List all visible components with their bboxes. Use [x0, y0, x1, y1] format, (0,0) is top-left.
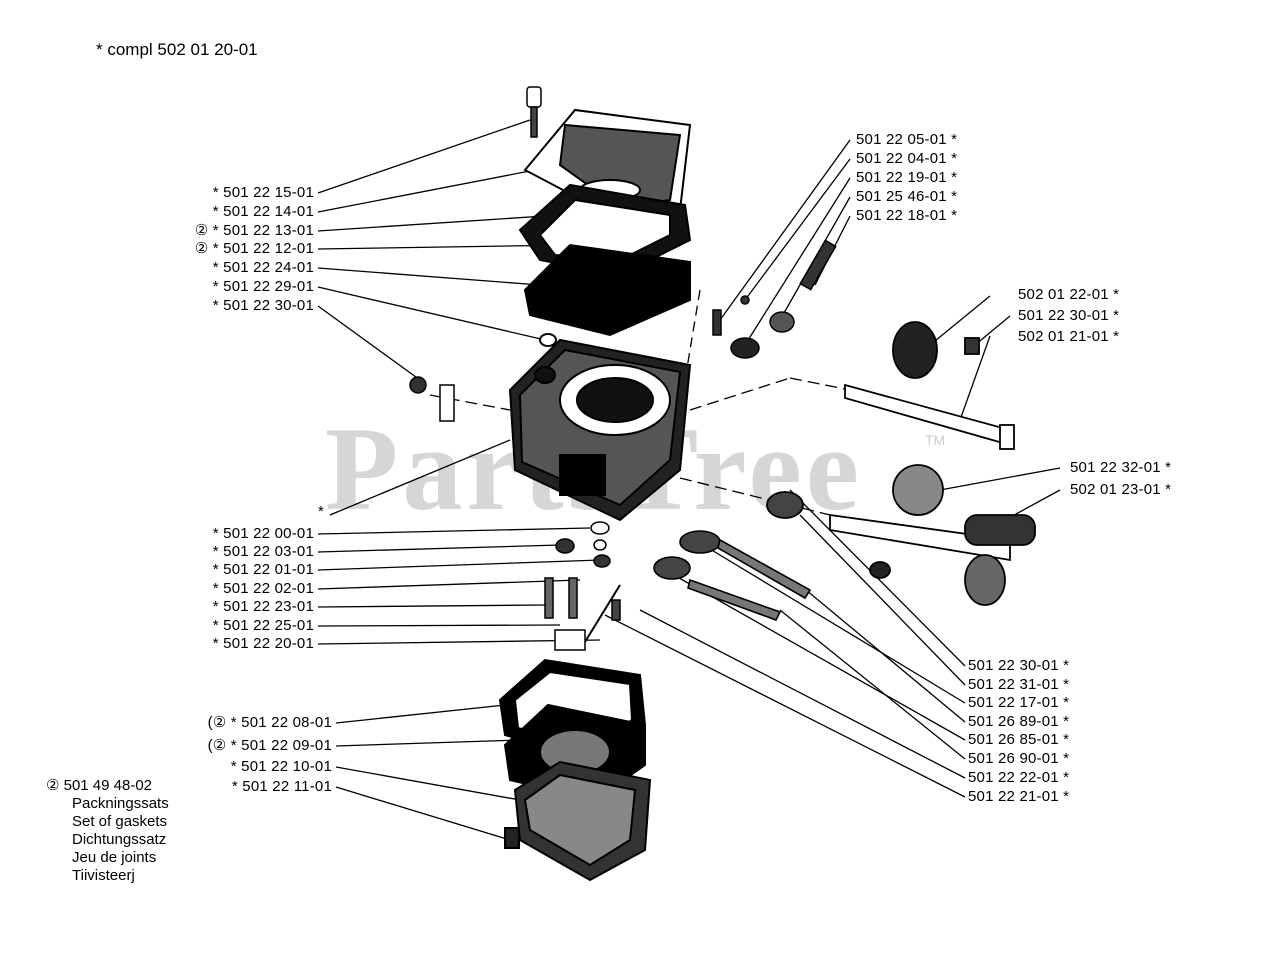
part-label: * 501 22 24-01 [212, 259, 314, 276]
part-label: 501 22 22-01 * [968, 769, 1070, 786]
part-label: 501 22 04-01 * [856, 150, 958, 167]
gasket-kit-name: Dichtungssatz [72, 831, 167, 848]
watermark-trademark: TM [925, 432, 946, 448]
part-label: 501 22 30-01 * [968, 657, 1070, 674]
part-label: 501 22 05-01 * [856, 131, 958, 148]
part-label: * 501 22 14-01 [212, 203, 314, 220]
part-label: (② * 501 22 09-01 [207, 737, 332, 754]
gasket-kit-name: Set of gaskets [72, 813, 168, 830]
gasket-kit-name: Tiivisteerj [72, 867, 135, 884]
part-label: 501 22 17-01 * [968, 694, 1070, 711]
body-star: * [318, 503, 325, 520]
part-label: * 501 22 15-01 [212, 184, 314, 201]
part-label: 501 22 18-01 * [856, 207, 958, 224]
part-label: 502 01 21-01 * [1018, 328, 1120, 345]
part-label: * 501 22 29-01 [212, 278, 314, 295]
part-label: * 501 22 30-01 [212, 297, 314, 314]
part-label: (② * 501 22 08-01 [207, 714, 332, 731]
part-label: * 501 22 01-01 [212, 561, 314, 578]
part-label: 501 22 30-01 * [1018, 307, 1120, 324]
part-label: * 501 22 00-01 [212, 525, 314, 542]
part-label: * 501 22 20-01 [212, 635, 314, 652]
part-label: 501 22 21-01 * [968, 788, 1070, 805]
part-label: 501 22 31-01 * [968, 676, 1070, 693]
part-label: 501 22 32-01 * [1070, 459, 1172, 476]
gasket-kit-name: Packningssats [72, 795, 169, 812]
part-label: * 501 22 25-01 [212, 617, 314, 634]
part-label: * 501 22 23-01 [212, 598, 314, 615]
part-label: * 501 22 10-01 [230, 758, 332, 775]
gasket-kit-number: ② 501 49 48-02 [46, 777, 153, 794]
part-label: 501 26 90-01 * [968, 750, 1070, 767]
part-label: * 501 22 02-01 [212, 580, 314, 597]
part-label: 502 01 23-01 * [1070, 481, 1172, 498]
part-label: 501 26 89-01 * [968, 713, 1070, 730]
gasket-kit-legend: ② 501 49 48-02 Packningssats Set of gask… [46, 777, 169, 885]
part-label: * 501 22 11-01 [231, 778, 332, 795]
part-label: 501 26 85-01 * [968, 731, 1070, 748]
part-label: 501 25 46-01 * [856, 188, 958, 205]
gasket-kit-name: Jeu de joints [72, 849, 157, 866]
part-label: * 501 22 03-01 [212, 543, 314, 560]
part-label: 502 01 22-01 * [1018, 286, 1120, 303]
complete-assembly-label: * compl 502 01 20-01 [96, 40, 258, 59]
part-label: ② * 501 22 13-01 [194, 222, 314, 239]
part-label: 501 22 19-01 * [856, 169, 958, 186]
part-label: ② * 501 22 12-01 [194, 240, 314, 257]
